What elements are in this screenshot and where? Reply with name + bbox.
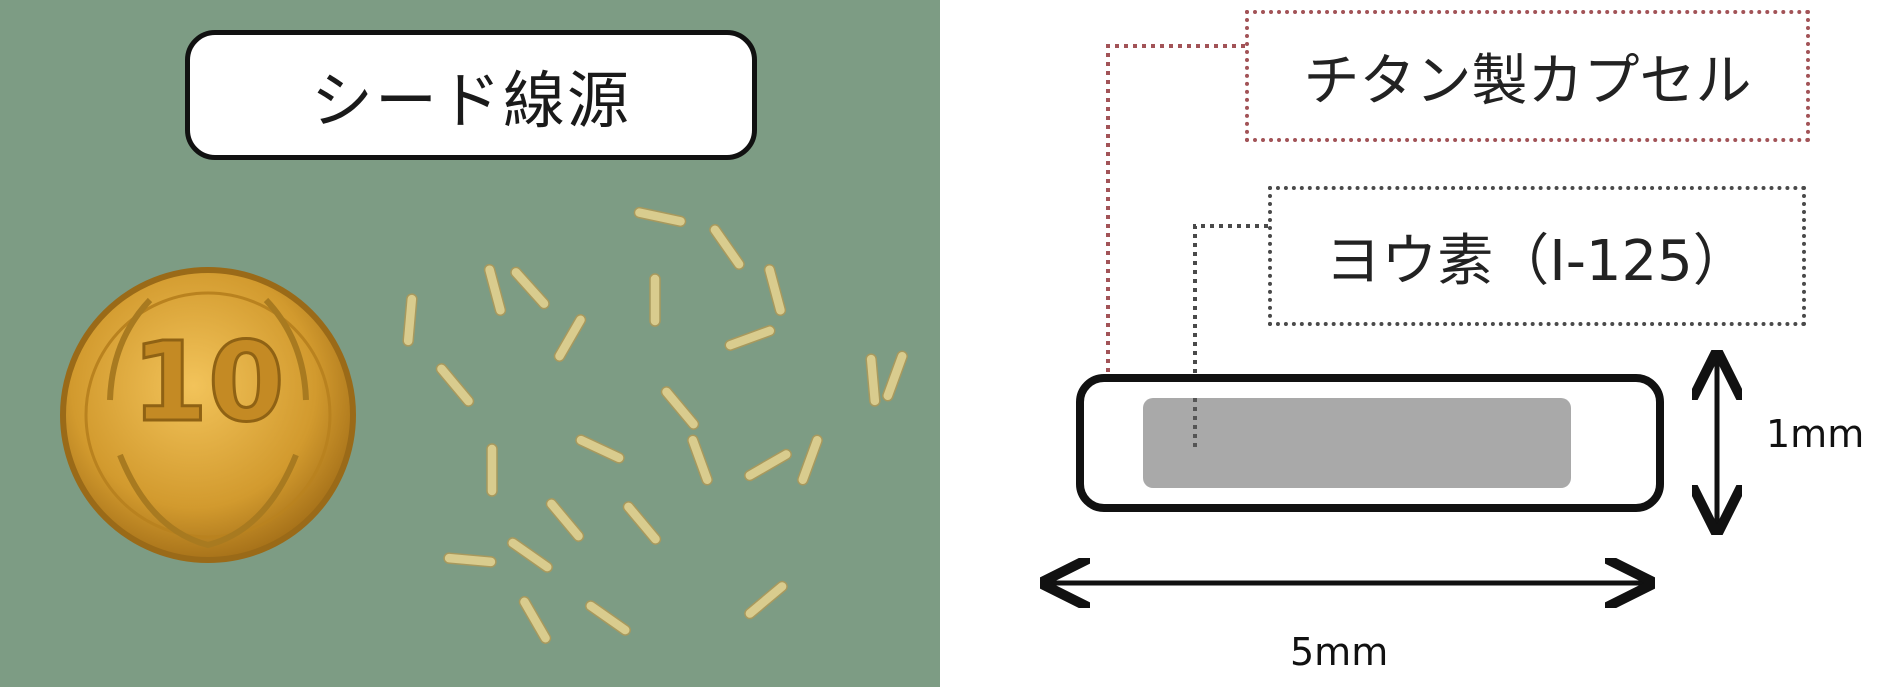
- iodine-leader-line: [1193, 224, 1268, 450]
- seed-source: [585, 600, 631, 636]
- seed-source: [660, 386, 700, 430]
- seed-source: [797, 434, 823, 486]
- seed-source: [744, 448, 792, 482]
- seed-source: [402, 293, 418, 347]
- seed-source: [435, 363, 475, 407]
- length-label: 5mm: [1290, 630, 1389, 674]
- seed-source: [744, 580, 788, 620]
- seed-source: [687, 434, 713, 486]
- seed-source: [575, 434, 625, 464]
- seed-source: [865, 353, 881, 407]
- coin-numeral: 10: [131, 318, 284, 446]
- seed-source: [483, 263, 507, 317]
- seed-source: [709, 224, 745, 270]
- height-label: 1mm: [1766, 412, 1865, 456]
- photo-title-label: シード線源: [185, 30, 757, 160]
- seed-source: [553, 314, 587, 362]
- seed-source: [633, 206, 687, 228]
- seed-source: [486, 443, 498, 497]
- seed-source: [724, 325, 776, 351]
- seed-source: [510, 266, 550, 310]
- capsule-leader-line: [1106, 44, 1245, 372]
- seed-source: [649, 273, 661, 327]
- seed-cluster: [402, 206, 908, 644]
- iodine-callout: ヨウ素（I-125）: [1268, 186, 1806, 326]
- capsule-callout: チタン製カプセル: [1245, 10, 1810, 142]
- seed-source: [882, 350, 908, 402]
- iodine-core: [1143, 398, 1571, 488]
- diagram-canvas: [940, 44, 1904, 687]
- seed-source: [443, 552, 497, 568]
- seed-source: [622, 501, 662, 545]
- seed-structure-diagram: チタン製カプセル ヨウ素（I-125） 1mm 5mm: [940, 0, 1904, 687]
- seed-source: [763, 263, 787, 317]
- seed-source-photo: 10 シード線源: [0, 0, 940, 687]
- seed-source: [518, 596, 552, 644]
- seed-source: [507, 537, 553, 573]
- seed-source: [545, 498, 585, 542]
- ten-yen-coin: 10: [60, 267, 356, 563]
